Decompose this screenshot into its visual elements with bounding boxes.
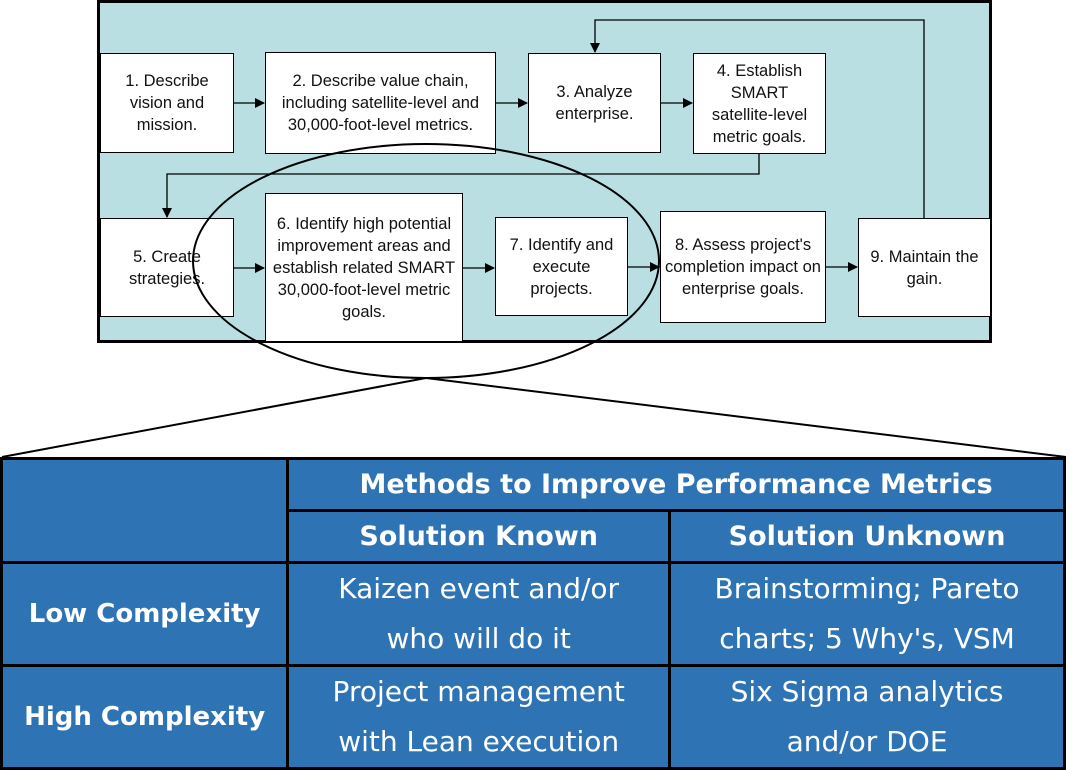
table-row: Low Complexity Kaizen event and/or who w… (0, 561, 1066, 667)
table-corner-cell (0, 457, 290, 564)
step-5-label: 5. Create strategies. (128, 247, 206, 288)
step-2-label: 2. Describe value chain, including satel… (281, 72, 480, 134)
cell-line: Project management (332, 675, 625, 708)
cell-low-unknown: Brainstorming; Pareto charts; 5 Why's, V… (668, 561, 1066, 667)
step-3-label: 3. Analyze enterprise. (555, 83, 634, 123)
step-4-label: 4. Establish SMART satellite-level metri… (711, 61, 808, 146)
cell-line: who will do it (386, 622, 571, 655)
column-header-solution-known: Solution Known (286, 509, 672, 564)
step-2-box: 2. Describe value chain, including satel… (265, 52, 496, 154)
cell-line: charts; 5 Why's, VSM (719, 622, 1015, 655)
methods-table: Methods to Improve Performance Metrics S… (0, 457, 1066, 770)
step-4-box: 4. Establish SMART satellite-level metri… (693, 53, 826, 154)
step-1-label: 1. Describe vision and mission. (125, 72, 209, 134)
cell-line: Kaizen event and/or (338, 572, 620, 605)
zoom-line-right (425, 377, 1067, 458)
cell-low-known: Kaizen event and/or who will do it (286, 561, 672, 667)
cell-line: Brainstorming; Pareto (714, 572, 1020, 605)
table-title: Methods to Improve Performance Metrics (286, 457, 1066, 512)
cell-high-unknown: Six Sigma analytics and/or DOE (668, 664, 1066, 770)
cell-line: with Lean execution (338, 725, 620, 758)
row-header-low-complexity: Low Complexity (0, 561, 290, 667)
zoom-line-left (1, 377, 427, 458)
step-7-label: 7. Identify and execute projects. (509, 235, 614, 298)
cell-line: Six Sigma analytics (730, 675, 1004, 708)
step-3-box: 3. Analyze enterprise. (528, 53, 661, 153)
step-9-label: 9. Maintain the gain. (870, 247, 979, 288)
step-8-label: 8. Assess project's completion impact on… (665, 236, 821, 298)
row-header-high-complexity: High Complexity (0, 664, 290, 770)
column-header-solution-unknown: Solution Unknown (668, 509, 1066, 564)
step-9-box: 9. Maintain the gain. (858, 218, 991, 317)
step-1-box: 1. Describe vision and mission. (100, 53, 234, 153)
step-5-box: 5. Create strategies. (100, 218, 234, 317)
step-6-box: 6. Identify high potential improvement a… (265, 193, 463, 342)
step-7-box: 7. Identify and execute projects. (495, 217, 628, 316)
cell-high-known: Project management with Lean execution (286, 664, 672, 770)
cell-line: and/or DOE (786, 725, 948, 758)
step-8-box: 8. Assess project's completion impact on… (660, 211, 826, 323)
table-row: High Complexity Project management with … (0, 664, 1066, 770)
step-6-label: 6. Identify high potential improvement a… (272, 214, 456, 321)
